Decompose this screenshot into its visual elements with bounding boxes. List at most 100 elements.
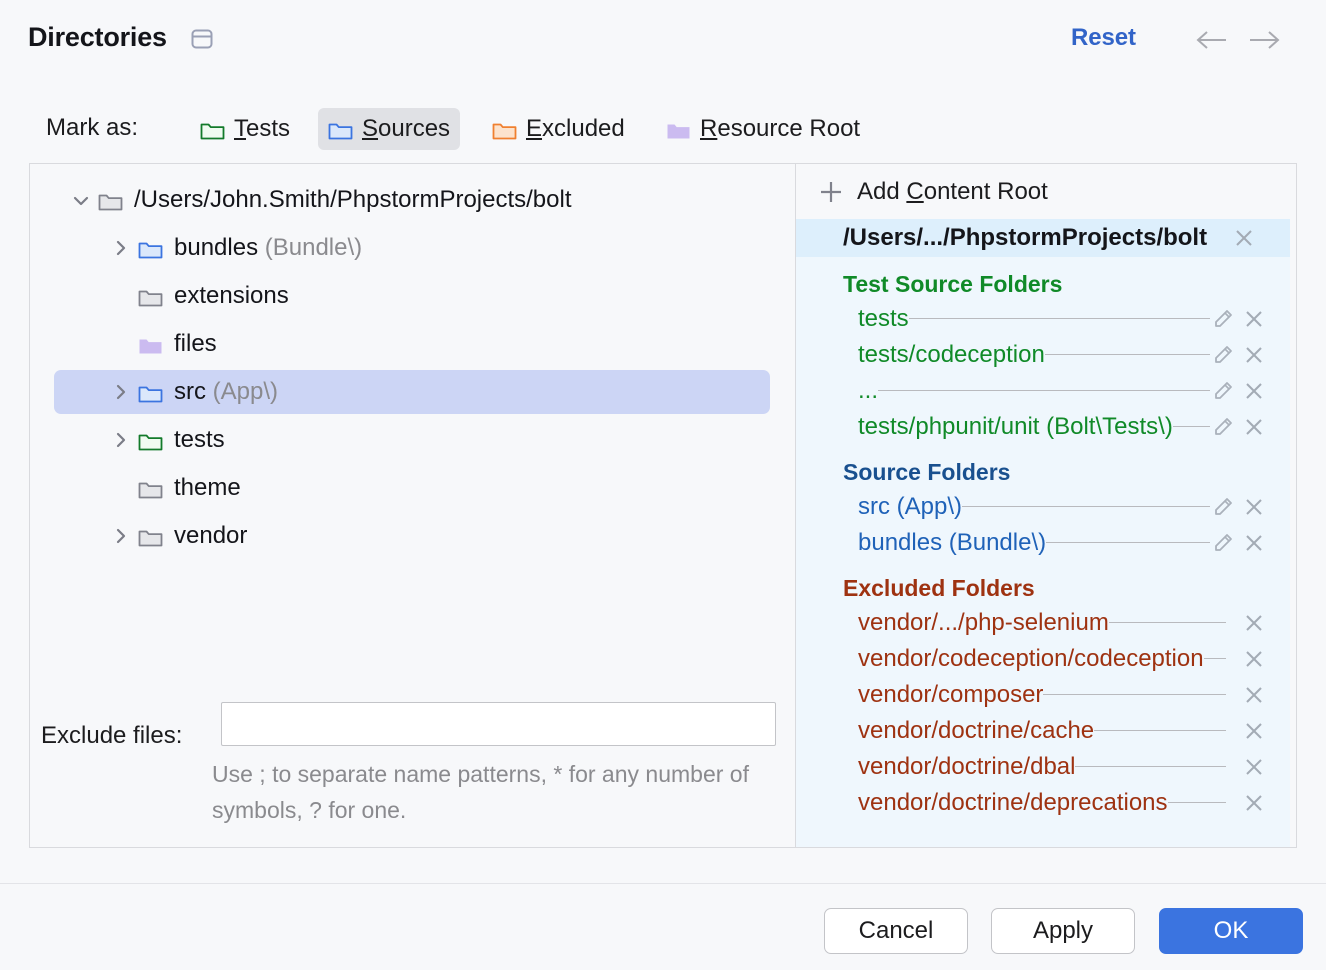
folder-entry[interactable]: ... [796,373,1290,409]
folder-entry-label: vendor/doctrine/deprecations [858,789,1168,816]
entry-rule [1108,621,1226,623]
folder-entry[interactable]: src (App\) [796,489,1290,525]
close-icon[interactable] [1234,228,1254,248]
content-roots-pane: Add Content Root /Users/.../PhpstormProj… [796,164,1296,847]
entry-rule [1046,541,1210,543]
folder-entry[interactable]: vendor/codeception/codeception [796,641,1290,677]
entry-rule [1075,765,1226,767]
chevron-down-icon[interactable] [66,185,96,215]
folder-entry[interactable]: vendor/doctrine/dbal [796,749,1290,785]
folder-entry[interactable]: vendor/doctrine/cache [796,713,1290,749]
folder-entry-label: src (App\) [858,493,963,520]
chevron-right-icon[interactable] [106,425,136,455]
tree-row[interactable]: vendor [54,514,770,558]
entry-rule [1044,353,1210,355]
tree-row[interactable]: files [54,322,770,366]
pane-splitter[interactable] [795,164,796,847]
apply-button[interactable]: Apply [991,908,1135,954]
entry-rule [1167,801,1226,803]
folder-blue-outline-icon [138,382,163,403]
mark-as-toolbar: Mark as: Tests Sources Excluded [0,108,1326,154]
pencil-icon[interactable] [1212,307,1236,331]
folder-gray-icon [138,526,163,547]
folder-entry-label: vendor/codeception/codeception [858,645,1204,672]
add-content-root-label: Add Content Root [857,177,1048,205]
mark-as-resource-root-button[interactable]: Resource Root [656,108,870,150]
content-roots-list[interactable]: /Users/.../PhpstormProjects/bolt Test So… [796,219,1290,847]
folder-entry[interactable]: vendor/doctrine/deprecations [796,785,1290,821]
close-icon[interactable] [1244,721,1264,741]
arrow-right-icon[interactable] [1244,26,1284,54]
close-icon[interactable] [1244,381,1264,401]
tree-row-label: theme [174,474,241,501]
tree-row-label: bundles (Bundle\) [174,234,363,261]
panel-window-icon [190,28,214,50]
folder-entry[interactable]: tests/phpunit/unit (Bolt\Tests\) [796,409,1290,445]
add-content-root-button[interactable]: Add Content Root [796,164,1296,219]
close-icon[interactable] [1244,793,1264,813]
folder-gray-icon [138,478,163,499]
tree-row[interactable]: tests [54,418,770,462]
close-icon[interactable] [1244,309,1264,329]
ok-button[interactable]: OK [1159,908,1303,954]
tree-row[interactable]: bundles (Bundle\) [54,226,770,270]
chevron-right-icon[interactable] [106,233,136,263]
chevron-right-icon[interactable] [106,521,136,551]
entry-rule [908,317,1210,319]
close-icon[interactable] [1244,613,1264,633]
entry-rule [1172,425,1210,427]
folder-entry-label: vendor/doctrine/cache [858,717,1095,744]
close-icon[interactable] [1244,345,1264,365]
arrow-left-icon[interactable] [1192,26,1232,54]
folder-purple-filled-icon [138,334,163,354]
mark-as-sources-button[interactable]: Sources [318,108,461,150]
exclude-hint-line-1: Use ; to separate name patterns, * for a… [212,761,640,787]
content-root-header[interactable]: /Users/.../PhpstormProjects/bolt [796,219,1290,257]
tree-row[interactable]: theme [54,466,770,510]
mark-as-sources-label: Sources [362,115,451,142]
close-icon[interactable] [1244,533,1264,553]
folder-entry[interactable]: vendor/.../php-selenium [796,605,1290,641]
close-icon[interactable] [1244,497,1264,517]
exclude-files-label: Exclude files: [41,722,183,749]
folder-entry[interactable]: tests [796,301,1290,337]
folder-entry-label: tests/codeception [858,341,1045,368]
entry-rule [1203,657,1226,659]
folder-purple-filled-icon [666,119,691,139]
pencil-icon[interactable] [1212,531,1236,555]
folder-green-outline-icon [200,119,225,140]
folder-entry-label: tests/phpunit/unit (Bolt\Tests\) [858,413,1173,440]
entry-rule [962,505,1210,507]
pencil-icon[interactable] [1212,343,1236,367]
close-icon[interactable] [1244,685,1264,705]
mark-as-tests-label: Tests [234,115,291,142]
tree-row[interactable]: extensions [54,274,770,318]
tree-row[interactable]: /Users/John.Smith/PhpstormProjects/bolt [54,178,770,222]
tree-row[interactable]: src (App\) [54,370,770,414]
plus-icon [818,179,844,205]
mark-as-excluded-button[interactable]: Excluded [482,108,635,150]
reset-button[interactable]: Reset [1071,24,1136,51]
close-icon[interactable] [1244,757,1264,777]
entry-rule [878,389,1210,391]
pencil-icon[interactable] [1212,415,1236,439]
folder-entry[interactable]: bundles (Bundle\) [796,525,1290,561]
directory-tree-pane[interactable]: /Users/John.Smith/PhpstormProjects/bolt b… [30,164,795,847]
folder-orange-outline-icon [492,119,517,140]
pencil-icon[interactable] [1212,379,1236,403]
dialog-header: Directories Reset [0,0,1326,78]
folder-entry-label: ... [858,377,879,404]
chevron-right-icon[interactable] [106,377,136,407]
folder-entry[interactable]: tests/codeception [796,337,1290,373]
tree-row-label: /Users/John.Smith/PhpstormProjects/bolt [134,186,572,213]
tree-row-label: src (App\) [174,378,279,405]
close-icon[interactable] [1244,417,1264,437]
exclude-files-input[interactable] [221,702,776,746]
mark-as-tests-button[interactable]: Tests [190,108,300,150]
folder-entry[interactable]: vendor/composer [796,677,1290,713]
tree-row-label: vendor [174,522,248,549]
folder-gray-icon [98,190,123,211]
close-icon[interactable] [1244,649,1264,669]
cancel-button[interactable]: Cancel [824,908,968,954]
pencil-icon[interactable] [1212,495,1236,519]
